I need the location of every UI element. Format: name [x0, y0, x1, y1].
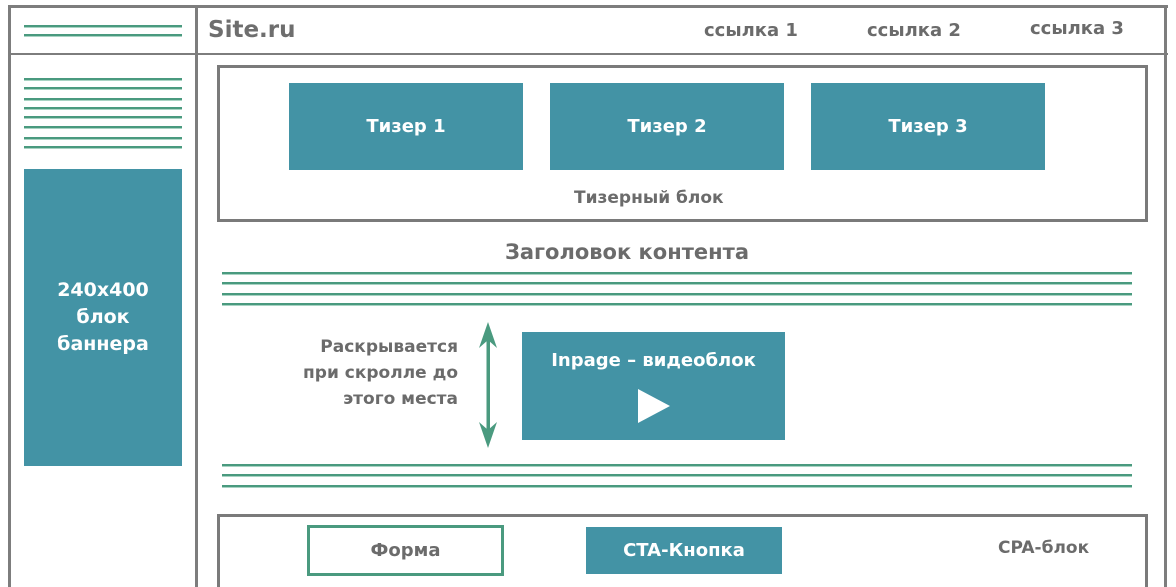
menu-line [24, 34, 182, 37]
scroll-note-line-3: этого места [343, 389, 458, 409]
frame-top-border [8, 5, 1168, 8]
text-line [24, 107, 182, 110]
text-line [24, 137, 182, 140]
sidebar-divider [195, 5, 198, 587]
teaser-2[interactable]: Тизер 2 [550, 83, 784, 170]
banner-size: 240x400 [57, 279, 149, 301]
scroll-note-line-2: при скролле до [303, 363, 458, 383]
form-box[interactable]: Форма [307, 525, 504, 576]
double-arrow-icon [479, 322, 497, 448]
play-icon[interactable] [636, 387, 672, 425]
nav-link-3[interactable]: ссылка 3 [1030, 18, 1124, 39]
form-label: Форма [370, 540, 441, 561]
frame-right-border [1164, 5, 1167, 587]
teaser-2-label: Тизер 2 [627, 116, 707, 137]
teaser-block-caption: Тизерный блок [574, 188, 724, 208]
cta-button[interactable]: CTA-Кнопка [586, 527, 782, 574]
text-line [24, 146, 182, 149]
text-line [24, 126, 182, 129]
text-line [24, 78, 182, 81]
menu-line [24, 25, 182, 28]
teaser-3[interactable]: Тизер 3 [811, 83, 1045, 170]
menu-icon[interactable] [24, 25, 182, 39]
nav-link-2[interactable]: ссылка 2 [867, 20, 961, 41]
video-title: Inpage – видеоблок [551, 350, 756, 371]
cta-label: CTA-Кнопка [623, 540, 745, 561]
scroll-note: Раскрывается при скролле до этого места [278, 334, 458, 412]
site-logo[interactable]: Site.ru [208, 17, 296, 43]
content-line [222, 272, 1132, 275]
video-block[interactable]: Inpage – видеоблок [522, 332, 785, 440]
content-line [222, 474, 1132, 477]
nav-link-1[interactable]: ссылка 1 [704, 20, 798, 41]
content-line [222, 293, 1132, 296]
content-line [222, 464, 1132, 467]
content-line [222, 303, 1132, 306]
teaser-3-label: Тизер 3 [888, 116, 968, 137]
sidebar-text-lines [24, 78, 182, 153]
frame-left-border [8, 5, 11, 587]
teaser-1[interactable]: Тизер 1 [289, 83, 523, 170]
banner-line-2: блок [76, 306, 130, 328]
scroll-note-line-1: Раскрывается [320, 337, 458, 357]
content-line [222, 485, 1132, 488]
text-line [24, 87, 182, 90]
header-divider [8, 53, 1168, 55]
cpa-block-caption: CPA-блок [998, 538, 1090, 558]
text-line [24, 116, 182, 119]
content-heading: Заголовок контента [504, 240, 750, 264]
content-line [222, 282, 1132, 285]
banner-block[interactable]: 240x400 блок баннера [24, 169, 182, 466]
banner-line-3: баннера [57, 333, 149, 355]
teaser-1-label: Тизер 1 [366, 116, 446, 137]
text-line [24, 98, 182, 101]
